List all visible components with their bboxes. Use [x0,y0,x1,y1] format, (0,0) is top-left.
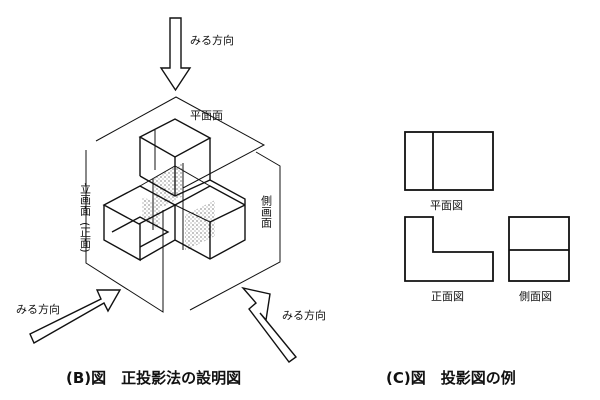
side-view-arrow [241,286,298,363]
caption-c: (C)図 投影図の例 [386,369,516,387]
side-view [508,216,570,282]
front-view [404,216,494,282]
plane-left-label-paren: (正面) [79,222,92,253]
top-view-arrow [159,17,192,92]
left-direction-label: みる方向 [16,302,60,316]
front-view-arrow [29,289,122,344]
top-direction-label: みる方向 [190,33,234,47]
plan-view [404,131,494,191]
l-shaped-object [102,118,246,262]
plane-right-label: 側画面 [260,195,273,228]
side-plane [189,151,281,311]
plane-top-label: 平面面 [190,109,223,122]
horizontal-plane [95,96,266,189]
caption-b: (B)図 正投影法の設明図 [66,369,241,387]
frontal-plane [85,150,164,313]
right-direction-label: みる方向 [282,308,326,322]
projection-explanation-diagram: みる方向 平面面 立画面 (正面) 側画面 [16,17,326,387]
plane-left-label-main: 立画面 [79,182,92,216]
projection-views-example: 平面図 正面図 側面図 (C)図 投影図の例 [386,131,570,387]
view-top-label: 平面図 [430,199,463,212]
view-front-label: 正面図 [431,290,464,303]
view-side-label: 側面図 [519,290,552,303]
